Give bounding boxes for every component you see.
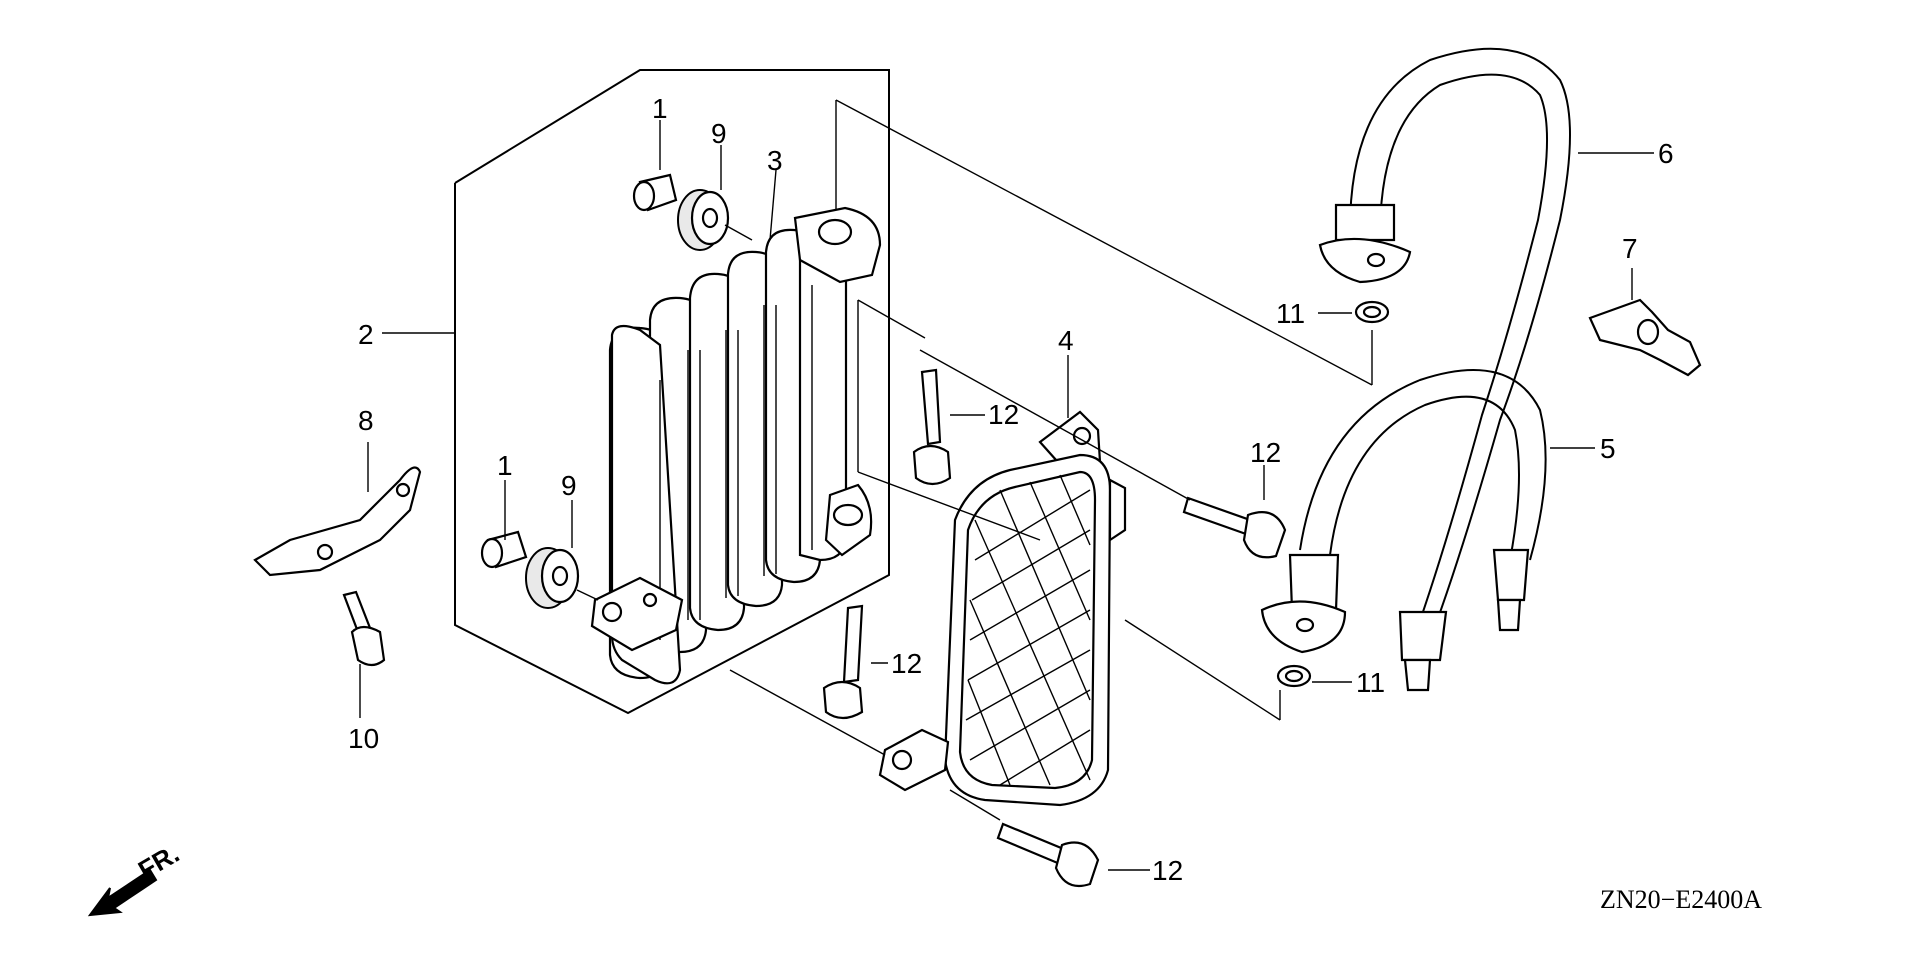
callout-4: 4 xyxy=(1058,325,1074,356)
collar-lower xyxy=(480,530,528,569)
assembly-outline-2 xyxy=(454,69,890,715)
callout-2: 2 xyxy=(358,319,374,350)
callout-9-upper: 9 xyxy=(711,118,727,149)
collar-upper xyxy=(632,173,678,212)
callout-7: 7 xyxy=(1622,233,1638,264)
callout-10: 10 xyxy=(348,723,379,754)
leader-lines xyxy=(359,99,1654,871)
callouts: 1 9 3 2 4 12 8 1 9 12 10 12 6 7 11 5 11 … xyxy=(348,93,1674,886)
oil-cooler-core xyxy=(590,206,882,685)
bolt-12-right xyxy=(1182,496,1287,559)
callout-5: 5 xyxy=(1600,433,1616,464)
diagram-code: ZN20−E2400A xyxy=(1600,885,1762,914)
callout-12-lower-left: 12 xyxy=(891,648,922,679)
front-direction-arrow: FR. xyxy=(87,838,184,917)
callout-3: 3 xyxy=(767,145,783,176)
washer-11-lower xyxy=(1276,664,1312,688)
callout-12-right: 12 xyxy=(1250,437,1281,468)
stay-bracket xyxy=(253,466,422,577)
bolt-12-upper xyxy=(912,368,952,486)
hose-5 xyxy=(1260,369,1547,654)
bolt-10 xyxy=(342,590,386,667)
callout-11-upper: 11 xyxy=(1276,298,1305,329)
washer-11-upper xyxy=(1354,300,1390,324)
rubber-mount-lower xyxy=(525,547,580,609)
bolt-12-lower-left xyxy=(822,604,864,720)
bolt-12-bottom xyxy=(996,822,1100,888)
hose-6 xyxy=(1318,47,1571,692)
arrow-icon xyxy=(87,868,158,917)
callout-6: 6 xyxy=(1658,138,1674,169)
callout-9-lower: 9 xyxy=(561,470,577,501)
hose-clip-7 xyxy=(1588,298,1702,377)
callout-12-bottom: 12 xyxy=(1152,855,1183,886)
callout-12-upper: 12 xyxy=(988,399,1019,430)
callout-1-lower: 1 xyxy=(497,450,513,481)
callout-1-upper: 1 xyxy=(652,93,668,124)
screen-guard xyxy=(878,410,1127,807)
callout-11-lower: 11 xyxy=(1356,667,1385,698)
callout-8: 8 xyxy=(358,405,374,436)
rubber-mount-upper xyxy=(677,189,730,251)
